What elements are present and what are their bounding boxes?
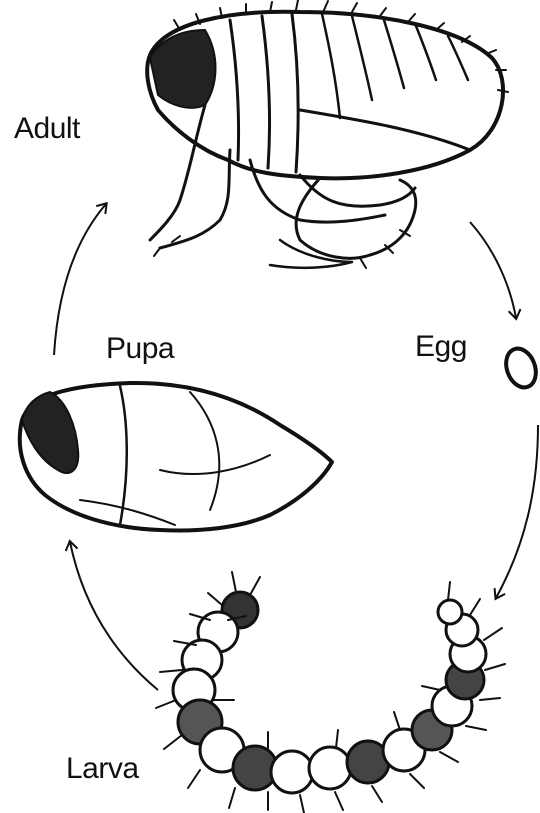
arrow-egg-to-larva: [496, 425, 538, 598]
adult-flea-illustration: [147, 0, 508, 268]
larva-illustration: [156, 572, 505, 813]
label-adult: Adult: [14, 112, 80, 146]
arrow-pupa-to-adult: [54, 204, 106, 355]
label-pupa: Pupa: [106, 332, 174, 366]
arrow-adult-to-egg: [470, 222, 516, 318]
arrow-larva-to-pupa: [70, 542, 158, 690]
pupa-illustration: [20, 383, 332, 531]
label-larva: Larva: [66, 752, 139, 786]
egg-illustration: [501, 344, 540, 391]
label-egg: Egg: [415, 330, 467, 364]
